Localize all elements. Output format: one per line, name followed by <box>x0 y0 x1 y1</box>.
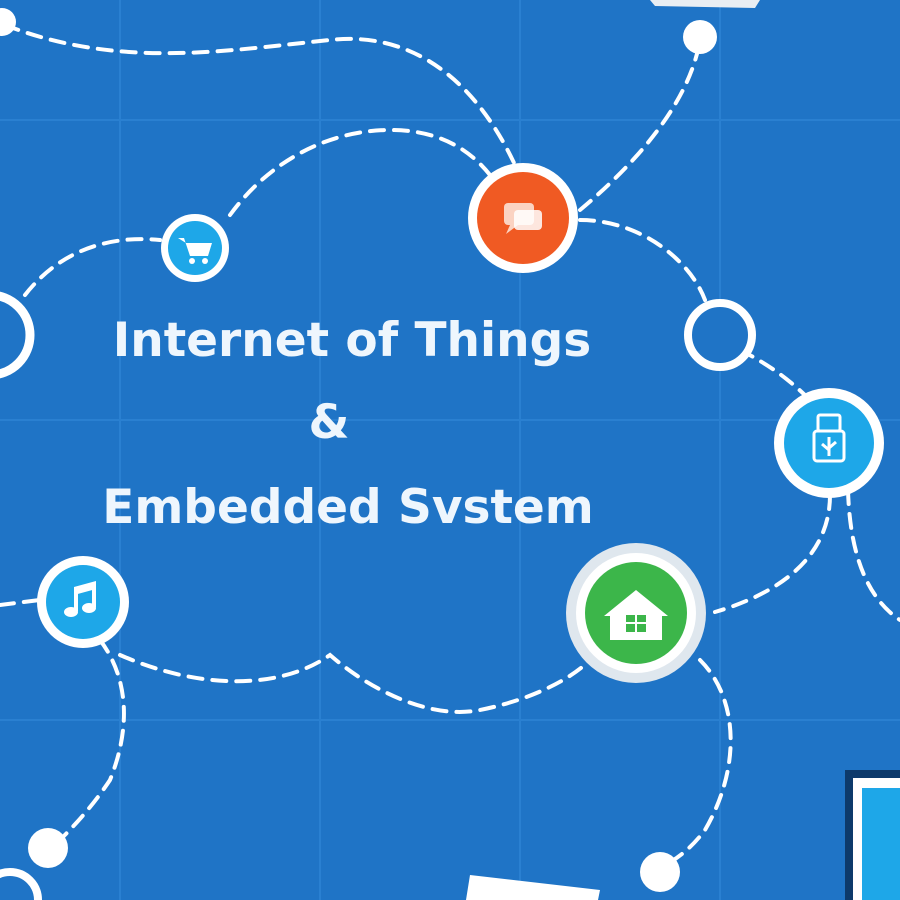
title-line-1: Internet of Things <box>113 313 591 368</box>
connection-left-edge-to-music <box>0 598 42 607</box>
home-icon <box>604 590 668 640</box>
cart-node <box>161 214 229 282</box>
music-node <box>37 556 129 648</box>
chat-node <box>468 163 578 273</box>
title-block: Internet of Things & Embedded Svstem <box>102 313 594 535</box>
connection-usb-to-right-edge <box>846 488 900 622</box>
usb-node <box>774 388 884 498</box>
left-edge-ring <box>0 291 35 379</box>
usb-icon <box>812 413 846 463</box>
bottom-left-ring-fragment <box>0 868 42 900</box>
top-left-dot <box>0 8 16 36</box>
monitor-fragment-bottom-right <box>845 770 900 900</box>
empty-ring-node <box>684 299 756 371</box>
connection-home-to-bottom-dot <box>658 658 733 870</box>
shopping-cart-icon <box>178 238 212 264</box>
connection-music-to-home <box>118 652 592 714</box>
device-fragment-top <box>650 0 760 8</box>
connection-top-left-to-chat <box>3 23 517 167</box>
chat-bubbles-icon <box>504 203 542 234</box>
dashed-connections <box>0 23 900 870</box>
connection-chat-to-top-dot <box>578 38 702 212</box>
home-node <box>566 543 706 683</box>
title-line-3: Embedded Svstem <box>102 480 594 535</box>
title-ampersand: & <box>309 395 350 450</box>
device-fragment-bottom <box>466 875 600 900</box>
connection-music-to-bottom-dot <box>53 638 126 847</box>
connection-usb-to-home <box>713 493 832 614</box>
connection-left-ring-to-cart <box>23 237 162 297</box>
bottom-center-dot <box>640 852 680 892</box>
connection-cart-to-chat <box>228 127 492 217</box>
music-note-icon <box>64 581 96 617</box>
bottom-left-dot <box>28 828 68 868</box>
connection-chat-to-ring <box>578 218 707 302</box>
top-dot <box>683 20 717 54</box>
